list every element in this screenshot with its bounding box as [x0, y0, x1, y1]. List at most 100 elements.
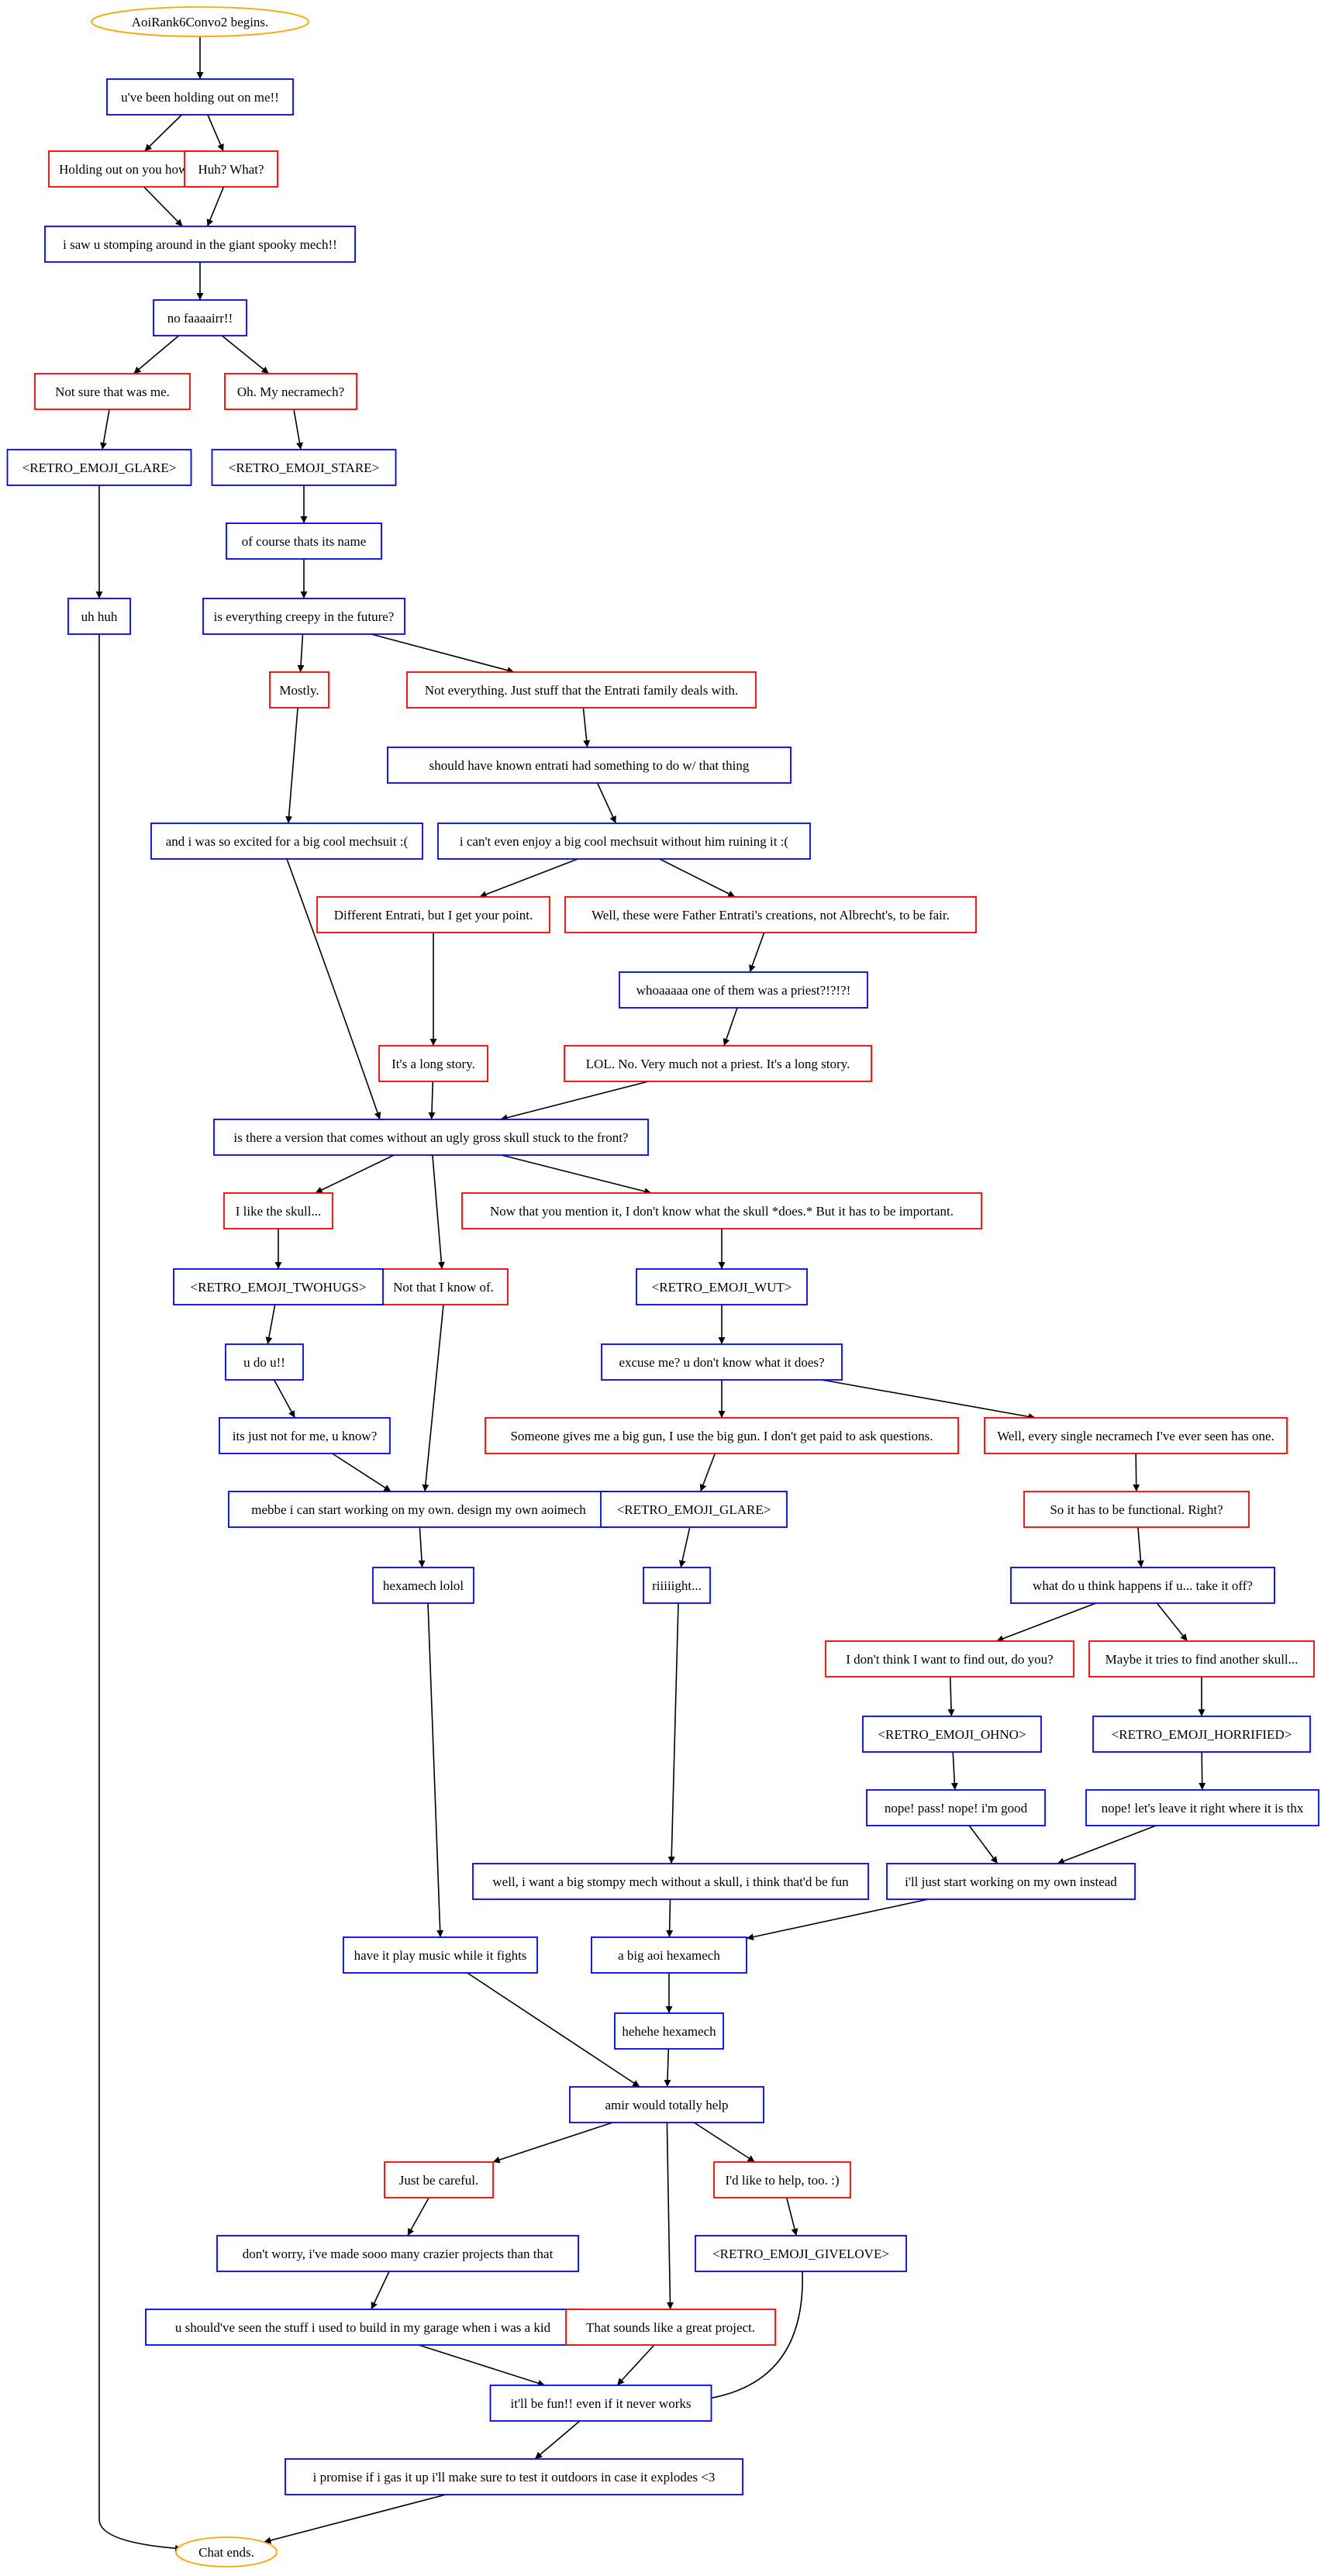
edge-r2a-to-n4a [100, 409, 110, 450]
node-label: AoiRank6Convo2 begins. [132, 15, 269, 29]
node-box [695, 2235, 907, 2272]
node-box [184, 150, 278, 188]
npc-message-node-n10: is there a version that comes without an… [213, 1119, 649, 1156]
node-box [472, 1863, 869, 1900]
node-box [269, 671, 329, 709]
player-reply-node-r10b: I'd like to help, too. :) [713, 2161, 851, 2198]
node-label: Not sure that was me. [55, 385, 170, 399]
edge-n19a-to-n20a [950, 1751, 958, 1791]
npc-message-node-n11b: <RETRO_EMOJI_WUT> [636, 1268, 808, 1305]
node-label: Not everything. Just stuff that the Entr… [425, 683, 738, 698]
node-label: u've been holding out on me!! [121, 90, 279, 105]
edge-r10a-to-n27 [407, 2197, 429, 2236]
npc-message-node-n15a: <RETRO_EMOJI_GLARE> [600, 1491, 788, 1528]
node-box [106, 78, 294, 116]
node-label: whoaaaaa one of them was a priest?!?!?! [636, 983, 851, 998]
npc-message-node-n23: have it play music while it fights [343, 1936, 538, 1974]
edge-n25-to-n26 [664, 2048, 671, 2088]
npc-message-node-n29: u should've seen the stuff i used to bui… [145, 2309, 581, 2346]
node-label: mebbe i can start working on my own. des… [251, 1502, 586, 1517]
node-box [569, 2086, 764, 2123]
node-box [173, 1268, 384, 1305]
node-box [564, 1045, 872, 1082]
npc-message-node-n11a: <RETRO_EMOJI_TWOHUGS> [173, 1268, 384, 1305]
node-box [489, 2385, 712, 2422]
npc-message-node-n21: well, i want a big stompy mech without a… [472, 1863, 869, 1900]
node-label: hexamech lolol [383, 1578, 464, 1593]
node-box [48, 150, 205, 188]
node-box [202, 598, 405, 635]
node-label: Well, these were Father Entrati's creati… [592, 908, 950, 922]
node-box [145, 2309, 581, 2346]
edge-r1a-to-n2 [143, 186, 184, 227]
npc-message-node-n1: u've been holding out on me!! [106, 78, 294, 116]
node-label: a big aoi hexamech [618, 1948, 720, 1963]
node-label: Someone gives me a big gun, I use the bi… [510, 1429, 933, 1443]
npc-message-node-n25: hehehe hexamech [614, 2012, 724, 2050]
node-label: nope! let's leave it right where it is t… [1102, 1801, 1304, 1816]
npc-message-node-n2: i saw u stomping around in the giant spo… [44, 226, 356, 263]
node-box [211, 449, 397, 486]
node-label: Maybe it tries to find another skull... [1105, 1652, 1299, 1667]
node-label: don't worry, i've made sooo many crazier… [243, 2247, 554, 2261]
node-box [6, 449, 192, 486]
edge-r9a-to-n19a [947, 1676, 955, 1717]
npc-message-node-n14: mebbe i can start working on my own. des… [228, 1491, 609, 1528]
node-label: i can't even enjoy a big cool mechsuit w… [460, 834, 789, 849]
edge-n18-to-r9b [1156, 1602, 1188, 1642]
node-label: <RETRO_EMOJI_TWOHUGS> [191, 1280, 367, 1295]
node-box [153, 299, 247, 336]
node-box [387, 747, 792, 784]
npc-message-node-n3: no faaaairr!! [153, 299, 247, 336]
node-label: Different Entrati, but I get your point. [334, 908, 533, 922]
edge-r4b-to-n9 [749, 932, 765, 973]
edge-n28-to-n30 [697, 2271, 803, 2403]
edge-n1-to-r1b [207, 114, 224, 152]
node-box [1010, 1567, 1275, 1604]
node-label: have it play music while it fights [354, 1948, 527, 1963]
npc-message-node-n7: should have known entrati had something … [387, 747, 792, 784]
edge-r1b-to-n2 [206, 186, 225, 227]
edge-r5b-to-n10 [500, 1081, 649, 1122]
edge-n13-to-n14 [332, 1453, 391, 1492]
node-box [643, 1567, 711, 1604]
npc-message-node-n12a: u do u!! [225, 1343, 304, 1381]
node-label: It's a long story. [391, 1057, 475, 1071]
edge-n8b-to-r4a [479, 858, 578, 898]
node-label: its just not for me, u know? [233, 1429, 378, 1443]
node-box [437, 822, 811, 860]
edge-n12a-to-n13 [273, 1379, 296, 1419]
node-box [591, 1936, 747, 1974]
edge-n10-to-r6b [432, 1154, 445, 1270]
node-box [372, 1567, 474, 1604]
player-reply-node-r8: So it has to be functional. Right? [1023, 1491, 1250, 1528]
npc-message-node-n8a: and i was so excited for a big cool mech… [150, 822, 423, 860]
npc-message-node-n19b: <RETRO_EMOJI_HORRIFIED> [1092, 1716, 1311, 1753]
edge-n22-to-n24 [746, 1898, 929, 1941]
node-box [862, 1716, 1042, 1753]
node-label: Oh. My necramech? [237, 385, 344, 399]
edge-n23-to-n26 [467, 1972, 640, 2088]
npc-message-node-n24: a big aoi hexamech [591, 1936, 747, 1974]
node-box [564, 896, 977, 933]
node-label: no faaaairr!! [167, 311, 233, 326]
npc-message-node-n4b: <RETRO_EMOJI_STARE> [211, 449, 397, 486]
npc-message-node-n31: i promise if i gas it up i'll make sure … [285, 2458, 743, 2495]
node-box [886, 1863, 1136, 1900]
edge-r3b-to-n7 [582, 707, 591, 748]
edge-n30-to-n31 [534, 2420, 581, 2460]
node-box [1088, 1640, 1315, 1678]
edge-n31-to-end [264, 2494, 447, 2544]
edge-r7a-to-n15a [699, 1453, 716, 1492]
edge-n10-to-r6a [315, 1154, 395, 1194]
npc-message-node-n17: riiiiight... [643, 1567, 711, 1604]
node-box [565, 2309, 776, 2346]
node-box [485, 1417, 959, 1454]
node-label: i saw u stomping around in the giant spo… [63, 237, 337, 252]
node-box [600, 1491, 788, 1528]
node-label: Well, every single necramech I've ever s… [997, 1429, 1274, 1443]
npc-message-node-n12b: excuse me? u don't know what it does? [601, 1343, 843, 1381]
npc-message-node-n6: is everything creepy in the future? [202, 598, 405, 635]
node-box [285, 2458, 743, 2495]
